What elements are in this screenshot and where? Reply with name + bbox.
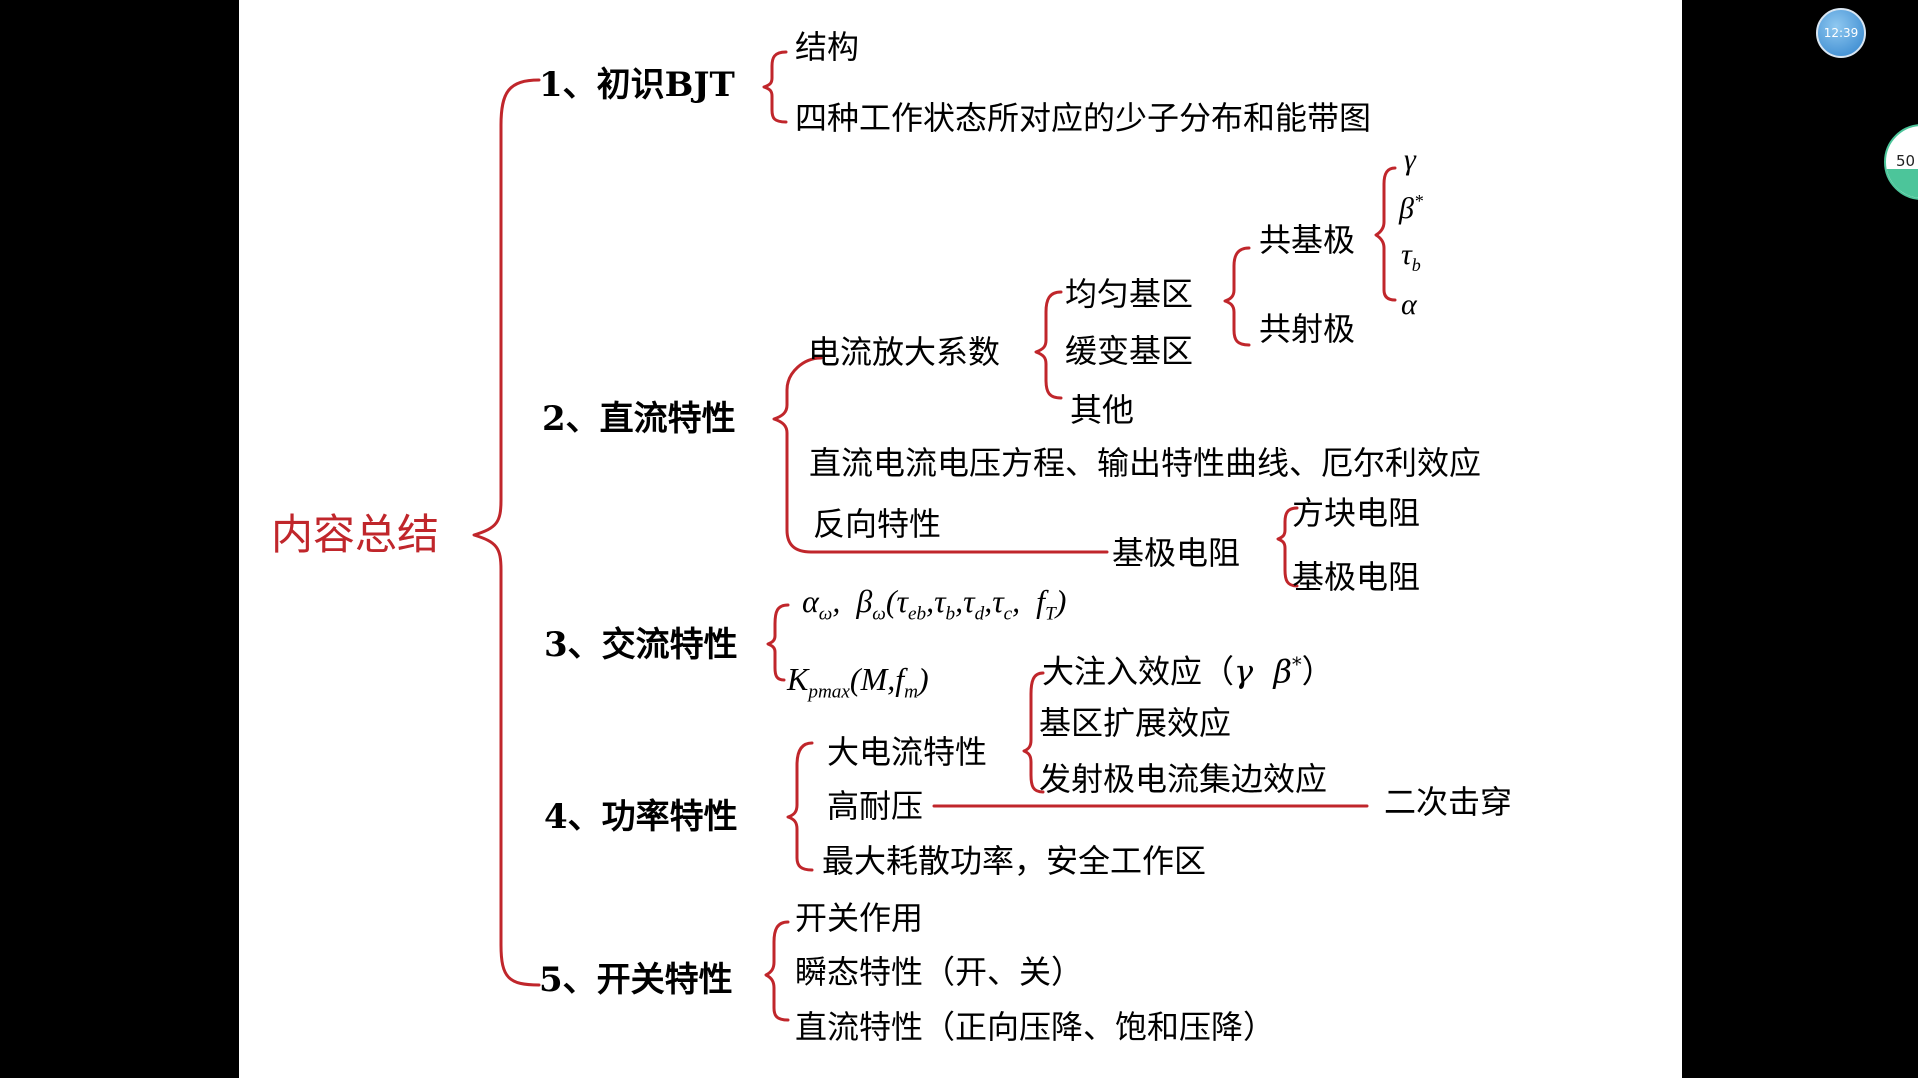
s3-power-gain: Kpmax(M,fm): [787, 661, 929, 703]
gain-bracket: [1034, 290, 1063, 400]
s2-gain-other: 其他: [1070, 391, 1135, 429]
s4-second-breakdown: 二次击穿: [1384, 783, 1513, 821]
s4-title: 4、功率特性: [544, 797, 738, 837]
s4-high-current: 大电流特性: [827, 733, 988, 771]
s4-high-injection: 大注入效应（γ β*）: [1042, 652, 1334, 691]
s3-bracket: [766, 603, 790, 682]
s2-title: 2、直流特性: [542, 399, 736, 439]
s2-common-base: 共基极: [1259, 221, 1356, 259]
s2-base-resistance: 基极电阻: [1112, 534, 1241, 572]
s4-bracket: [786, 741, 814, 872]
s2-gain-graded: 缓变基区: [1065, 332, 1194, 370]
base-r-bracket: [1276, 506, 1299, 588]
root-title: 内容总结: [271, 510, 440, 559]
s5-title: 5、开关特性: [539, 960, 733, 1000]
progress-widget[interactable]: 50: [1884, 124, 1918, 200]
s5-bracket: [764, 920, 790, 1022]
progress-label: 50: [1896, 152, 1916, 170]
s1-bracket: [762, 50, 788, 124]
clock-time: 12:39: [1823, 26, 1859, 40]
s2-gain-uniform: 均匀基区: [1065, 275, 1194, 313]
s1-item-structure: 结构: [795, 28, 860, 66]
s2-gain: 电流放大系数: [808, 333, 1001, 371]
param-alpha: α: [1401, 288, 1417, 321]
s3-freq-params: αω, βω(τeb,τb,τd,τc, fT): [802, 583, 1067, 625]
cb-ce-bracket: [1223, 246, 1251, 347]
s1-item-states: 四种工作状态所对应的少子分布和能带图: [795, 99, 1372, 137]
param-gamma: γ: [1404, 143, 1416, 176]
param-tau-b: τb: [1401, 238, 1421, 275]
clock-widget[interactable]: 12:39: [1816, 8, 1866, 58]
s1-title: 1、初识BJT: [539, 65, 735, 105]
mind-map-brackets: [472, 50, 1397, 1022]
root-bracket: [472, 78, 541, 987]
s5-transient: 瞬态特性（开、关）: [795, 953, 1084, 991]
s3-title: 3、交流特性: [544, 625, 738, 665]
progress-fill: [1886, 169, 1918, 198]
hc-bracket: [1022, 671, 1045, 794]
s2-common-emitter: 共射极: [1259, 310, 1356, 348]
param-beta-star: β*: [1399, 191, 1423, 225]
s4-high-voltage: 高耐压: [827, 787, 924, 825]
s2-bracket: [772, 356, 1109, 554]
s4-max-dissipation: 最大耗散功率，安全工作区: [822, 842, 1207, 880]
s2-base-resistance-item: 基极电阻: [1292, 558, 1421, 596]
s5-dc-characteristics: 直流特性（正向压降、饱和压降）: [795, 1008, 1276, 1046]
s5-switching-action: 开关作用: [795, 899, 924, 937]
s2-sheet-resistance: 方块电阻: [1292, 494, 1421, 532]
s2-reverse: 反向特性: [813, 505, 942, 543]
s4-current-crowding: 发射极电流集边效应: [1039, 760, 1328, 798]
params-bracket: [1374, 166, 1397, 302]
slide: 内容总结 1、初识BJT 结构 四种工作状态所对应的少子分布和能带图 2、直流特…: [239, 0, 1682, 1078]
s2-dc-equations: 直流电流电压方程、输出特性曲线、厄尔利效应: [809, 444, 1482, 482]
s4-base-widening: 基区扩展效应: [1039, 704, 1232, 742]
